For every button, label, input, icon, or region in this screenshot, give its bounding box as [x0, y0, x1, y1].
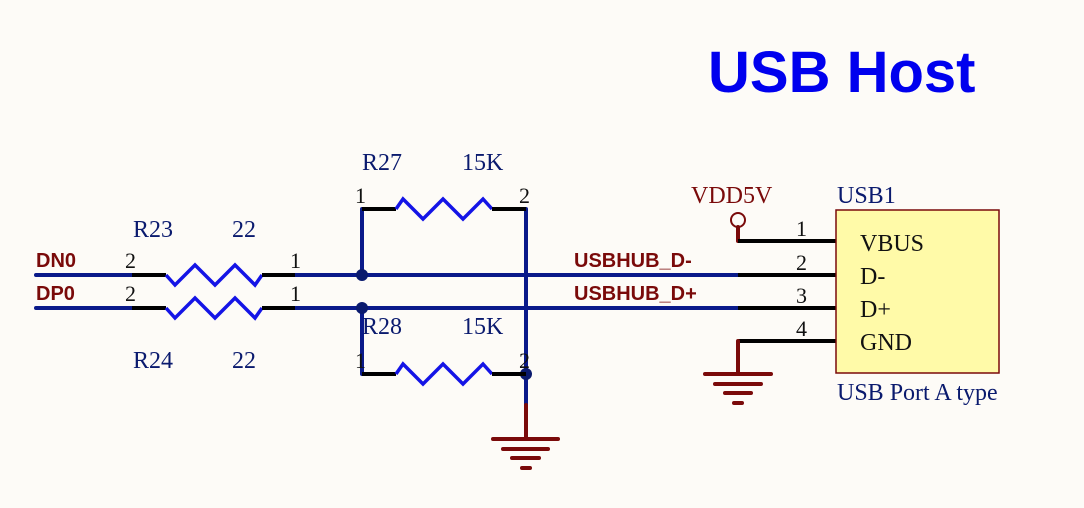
r23-pin-left: 2 [125, 248, 136, 273]
r27-ref: R27 [362, 150, 402, 176]
r24-value: 22 [232, 348, 256, 374]
resistor-symbol [394, 196, 494, 222]
ground-icon [703, 339, 773, 405]
connector-pin-name-1: VBUS [860, 231, 924, 257]
r24-pin-left: 2 [125, 281, 136, 306]
resistor-r27[interactable]: R27 15K 1 2 [355, 150, 530, 222]
net-label-usbhub-dm: USBHUB_D- [574, 250, 692, 272]
r27-value: 15K [462, 150, 504, 176]
connector-pin-num-4: 4 [796, 316, 807, 341]
connector-ref: USB1 [837, 183, 896, 209]
r24-ref: R24 [133, 348, 173, 374]
r23-ref: R23 [133, 217, 173, 243]
power-port-vdd5v: VDD5V [691, 183, 773, 243]
junction-dot [356, 302, 368, 314]
resistor-r23[interactable]: R23 22 2 1 [125, 217, 301, 288]
connector-usb1[interactable]: USB1 VBUS D- D+ GND USB Port A type [835, 183, 1000, 406]
r24-pin-right: 1 [290, 281, 301, 306]
connector-pin-num-1: 1 [796, 216, 807, 241]
resistor-symbol [164, 262, 264, 288]
junction-dot [356, 269, 368, 281]
r28-pin-left: 1 [355, 348, 366, 373]
net-label-dn0: DN0 [36, 250, 76, 272]
connector-pin-name-3: D+ [860, 297, 891, 323]
resistor-r28[interactable]: R28 15K 1 2 [355, 314, 530, 387]
connector-description: USB Port A type [837, 380, 998, 406]
resistor-symbol [164, 295, 264, 321]
net-label-dp0: DP0 [36, 283, 75, 305]
r28-pin-right: 2 [519, 348, 530, 373]
connector-pin-num-3: 3 [796, 283, 807, 308]
wires [34, 207, 740, 407]
resistor-r24[interactable]: R24 22 2 1 [125, 281, 301, 374]
connector-pin-num-2: 2 [796, 250, 807, 275]
ground-icon [491, 403, 560, 470]
power-net-label: VDD5V [691, 183, 773, 209]
connector-body [835, 209, 1000, 374]
connector-pin-name-4: GND [860, 330, 912, 356]
power-port-icon [730, 212, 746, 228]
connector-pins: 1 2 3 4 [738, 216, 836, 343]
r28-ref: R28 [362, 314, 402, 340]
net-label-usbhub-dp: USBHUB_D+ [574, 283, 697, 305]
r23-value: 22 [232, 217, 256, 243]
r28-value: 15K [462, 314, 504, 340]
connector-pin-name-2: D- [860, 264, 885, 290]
r23-pin-right: 1 [290, 248, 301, 273]
r27-pin-right: 2 [519, 183, 530, 208]
r27-pin-left: 1 [355, 183, 366, 208]
schematic-title: USB Host [708, 40, 975, 105]
resistor-symbol [394, 361, 494, 387]
